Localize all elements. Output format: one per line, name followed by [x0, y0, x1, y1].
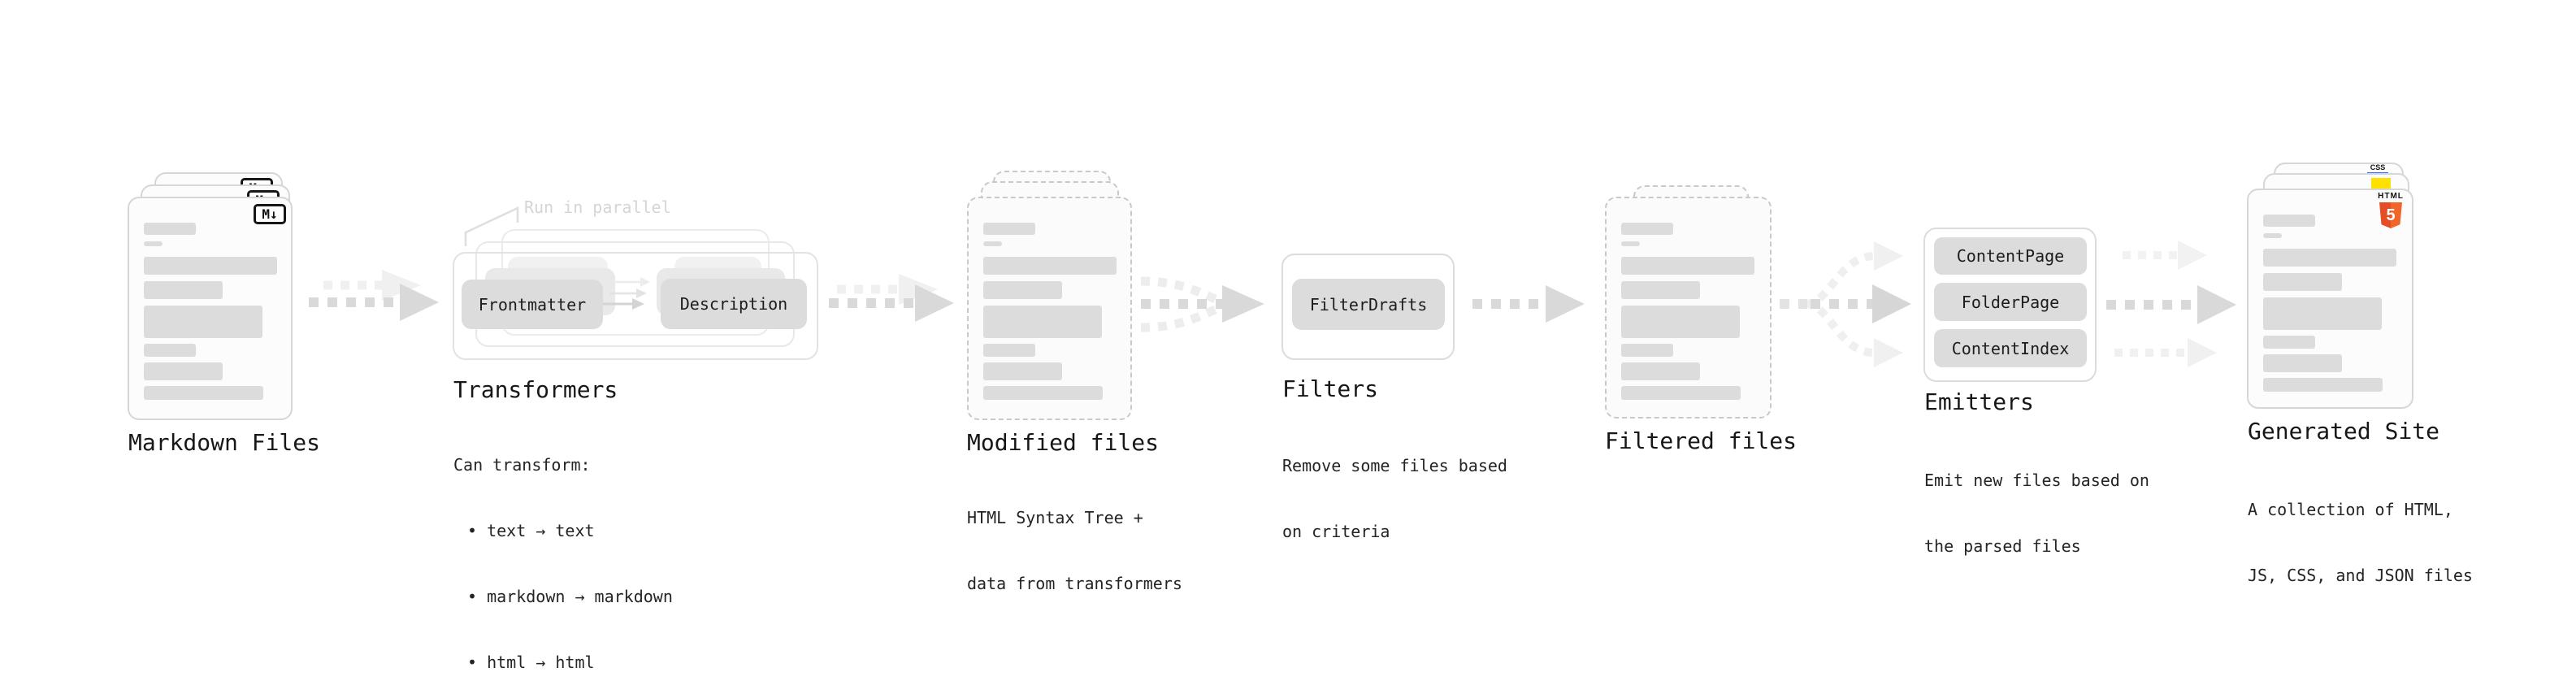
arrow-modified-to-filters-merge — [1140, 276, 1264, 332]
content-line-placeholder — [1621, 281, 1700, 299]
transformer-frame-front — [453, 252, 818, 360]
run-in-parallel-note: Run in parallel — [524, 197, 671, 217]
arrow-filters-to-filtered — [1472, 285, 1585, 323]
content-line-placeholder — [144, 344, 196, 357]
stage-label-emitters: Emitters — [1924, 388, 2034, 415]
content-line-placeholder — [983, 281, 1062, 299]
html5-shield: 5 — [2379, 202, 2402, 228]
content-line-placeholder — [144, 241, 163, 246]
content-line-placeholder — [2263, 354, 2342, 372]
content-line-placeholder — [983, 241, 1002, 246]
description-line: Remove some files based — [1282, 456, 1507, 475]
transformers-description: Can transform: • text → text • markdown … — [453, 410, 673, 681]
description-line: HTML Syntax Tree + — [967, 508, 1143, 527]
stage-label-filtered-files: Filtered files — [1605, 427, 1798, 454]
document-content-placeholder — [1607, 198, 1770, 400]
content-line-placeholder — [2263, 336, 2315, 349]
emitter-pill-contentpage: ContentPage — [1934, 237, 2087, 275]
description-line: on criteria — [1282, 522, 1390, 541]
site-description: A collection of HTML, JS, CSS, and JSON … — [2248, 455, 2473, 631]
content-line-placeholder — [144, 281, 223, 299]
transformer-pill-frontmatter: Frontmatter — [462, 280, 603, 329]
content-line-placeholder — [2263, 215, 2315, 227]
description-line: data from transformers — [967, 574, 1182, 593]
arrow-markdown-to-transformers — [309, 270, 439, 321]
markdown-icon: M↓ — [254, 204, 286, 224]
description-line: JS, CSS, and JSON files — [2248, 566, 2473, 585]
stage-label-modified-files: Modified files — [967, 429, 1160, 456]
content-line-placeholder — [1621, 223, 1673, 235]
stage-label-generated-site: Generated Site — [2248, 418, 2440, 445]
content-line-placeholder — [983, 306, 1102, 338]
content-line-placeholder — [144, 257, 277, 275]
stage-label-filters: Filters — [1282, 375, 1379, 402]
modified-description: HTML Syntax Tree + data from transformer… — [967, 463, 1182, 639]
document-content-placeholder — [129, 198, 291, 400]
html5-number: 5 — [2386, 206, 2396, 224]
emitter-pill-contentindex: ContentIndex — [1934, 329, 2087, 367]
content-line-placeholder — [2263, 378, 2383, 392]
css-badge-label: CSS — [2370, 163, 2386, 171]
content-line-placeholder — [1621, 362, 1700, 380]
content-line-placeholder — [1621, 344, 1673, 357]
content-line-placeholder — [144, 362, 223, 380]
emitter-pill-folderpage: FolderPage — [1934, 283, 2087, 321]
content-line-placeholder — [1621, 241, 1640, 246]
filters-description: Remove some files based on criteria — [1282, 411, 1507, 587]
content-line-placeholder — [2263, 273, 2342, 291]
arrows-emitters-to-site — [2106, 241, 2236, 367]
stage-label-markdown-files: Markdown Files — [128, 429, 321, 456]
js-badge — [2371, 178, 2391, 189]
description-line: Can transform: — [453, 455, 591, 475]
content-line-placeholder — [2263, 233, 2282, 238]
document-content-placeholder — [2249, 190, 2412, 392]
modified-file-card-front — [967, 197, 1132, 420]
description-line: A collection of HTML, — [2248, 500, 2453, 519]
description-line: the parsed files — [1924, 536, 2081, 556]
content-line-placeholder — [144, 306, 262, 338]
content-line-placeholder — [2263, 249, 2396, 267]
content-line-placeholder — [983, 362, 1062, 380]
filter-pill-filterdrafts: FilterDrafts — [1292, 279, 1445, 330]
content-line-placeholder — [144, 223, 196, 235]
description-line: Emit new files based on — [1924, 471, 2149, 490]
description-bullet: • text → text — [467, 521, 595, 540]
content-line-placeholder — [1621, 386, 1741, 400]
markdown-file-card-front — [128, 197, 293, 420]
arrow-filtered-to-emitters-fanout — [1780, 241, 1911, 367]
content-line-placeholder — [983, 344, 1035, 357]
document-content-placeholder — [969, 198, 1130, 400]
description-bullet: • html → html — [467, 653, 595, 672]
content-line-placeholder — [2263, 297, 2382, 330]
html5-wordmark: HTML — [2378, 192, 2404, 201]
arrow-transformers-to-modified — [829, 274, 954, 322]
description-bullet: • markdown → markdown — [467, 587, 673, 606]
content-line-placeholder — [1621, 306, 1740, 338]
content-line-placeholder — [983, 223, 1035, 235]
content-line-placeholder — [1621, 257, 1754, 275]
content-line-placeholder — [983, 386, 1103, 400]
emitters-description: Emit new files based on the parsed files — [1924, 426, 2149, 601]
content-line-placeholder — [983, 257, 1117, 275]
site-file-card-front — [2247, 189, 2413, 409]
filtered-file-card-front — [1605, 197, 1772, 419]
html5-icon: HTML 5 — [2377, 193, 2405, 228]
transformer-pill-description: Description — [661, 279, 807, 329]
content-line-placeholder — [144, 386, 263, 400]
stage-label-transformers: Transformers — [453, 376, 618, 403]
